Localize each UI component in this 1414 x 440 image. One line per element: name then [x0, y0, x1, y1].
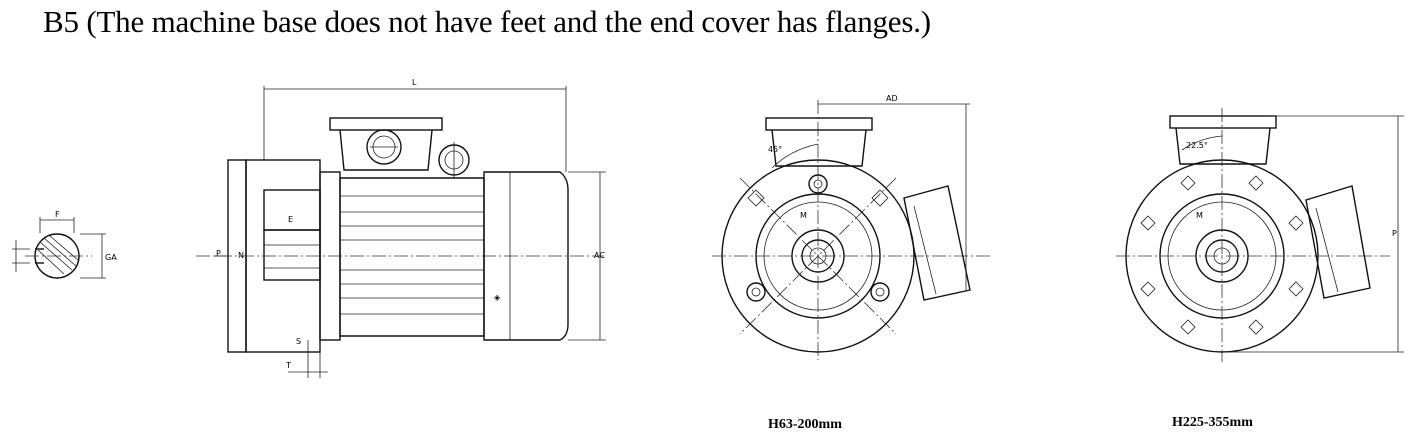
motor-side-view: L P N E T S: [196, 78, 606, 378]
angle-label-small: 45°: [768, 145, 782, 154]
length-label: L: [412, 78, 417, 87]
fan-cover-mark: ◈: [494, 293, 501, 302]
flange-dia-label: P: [216, 249, 221, 258]
shaft-ext-label: E: [288, 215, 293, 224]
caption-small: H63-200mm: [768, 417, 842, 432]
shaft-width-label: F: [55, 210, 60, 219]
spigot-label: N: [238, 251, 244, 260]
angle-label-large: 22.5°: [1186, 141, 1208, 150]
gap-label: S: [296, 337, 301, 346]
overall-label-large: P: [1392, 229, 1397, 238]
thickness-label: T: [285, 361, 291, 370]
pcd-label-small: M: [800, 211, 807, 220]
overall-label-small: AD: [886, 94, 898, 103]
front-view-small: AD 45° M H63-200mm: [712, 94, 990, 432]
page-title: B5 (The machine base does not have feet …: [43, 4, 931, 39]
caption-large: H225-355mm: [1172, 415, 1253, 430]
shaft-depth-label: GA: [105, 253, 117, 262]
shaft-section-view: F GA: [12, 210, 117, 279]
front-view-large: P 22.5° M H225-355mm: [1116, 108, 1404, 430]
pcd-label-large: M: [1196, 211, 1203, 220]
height-label: AC: [594, 251, 605, 260]
